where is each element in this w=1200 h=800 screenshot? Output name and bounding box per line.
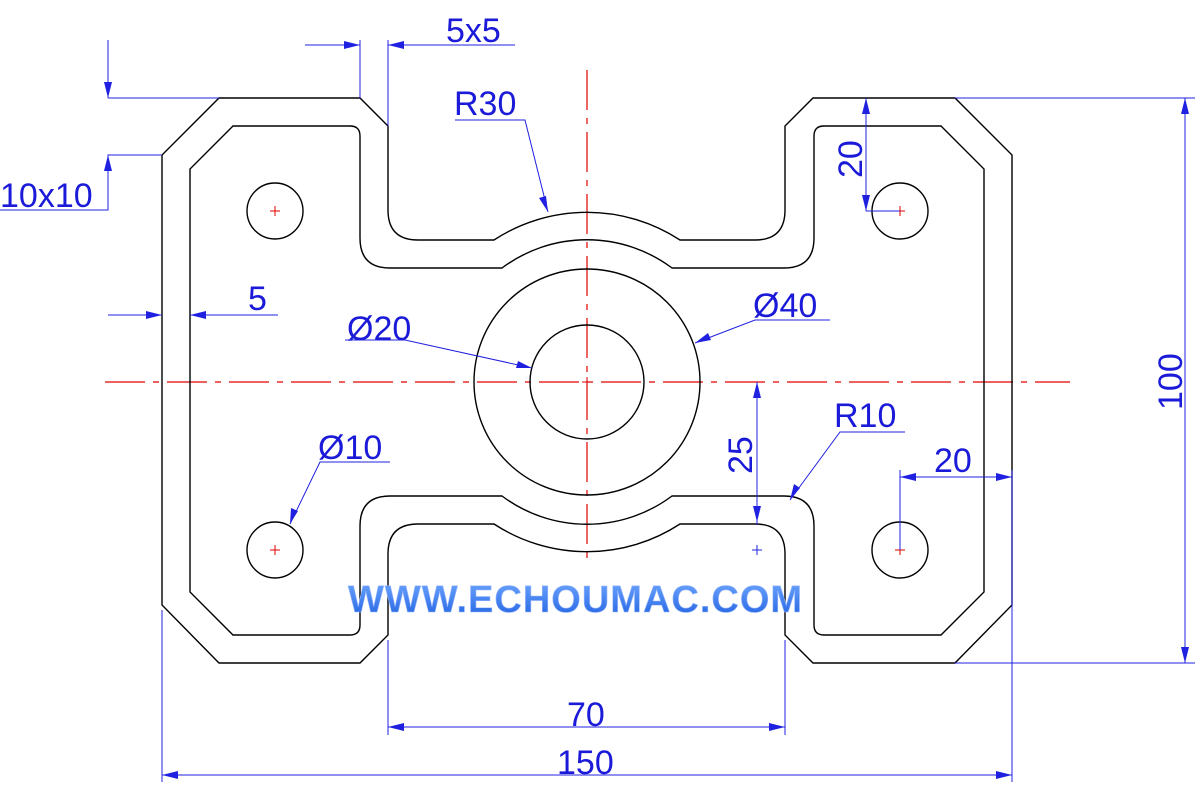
dim-text-5: 5 (248, 280, 267, 318)
dim-20-right (899, 470, 1013, 610)
dim-5x5 (305, 40, 515, 126)
dim-70 (387, 640, 786, 735)
leader-d40 (694, 319, 830, 344)
dim-text-r30: R30 (454, 85, 516, 123)
reference-point-mark (752, 545, 762, 555)
dim-text-d10: Ø10 (318, 429, 382, 467)
dim-20-top (862, 98, 900, 212)
leader-d10 (289, 461, 390, 525)
hole-bottom-left (246, 521, 304, 579)
dim-text-70: 70 (567, 696, 605, 734)
leader-r30 (455, 119, 549, 213)
dim-150 (161, 610, 1013, 782)
boss-circle-40 (473, 268, 701, 496)
dim-100 (955, 97, 1195, 664)
dim-text-10x10: 10x10 (0, 177, 93, 215)
watermark: WWW.ECHOUMAC.COM (348, 579, 803, 621)
inner-contour (189, 125, 985, 636)
dim-10x10 (0, 40, 219, 211)
dim-text-150: 150 (557, 744, 614, 782)
dim-25 (753, 382, 761, 525)
dim-text-20-right: 20 (934, 442, 972, 480)
dim-text-25: 25 (722, 436, 760, 474)
dim-text-100: 100 (1152, 353, 1190, 410)
dim-text-5x5: 5x5 (446, 12, 501, 50)
dim-text-r10: R10 (834, 397, 896, 435)
leader-d20 (345, 339, 533, 369)
dim-text-d40: Ø40 (753, 287, 817, 325)
dim-5 (108, 311, 278, 319)
dim-text-20-top: 20 (832, 140, 870, 178)
hole-top-left (246, 182, 304, 240)
dim-text-d20: Ø20 (347, 310, 411, 348)
bore-circle-20 (529, 324, 645, 440)
leader-r10 (789, 431, 905, 501)
